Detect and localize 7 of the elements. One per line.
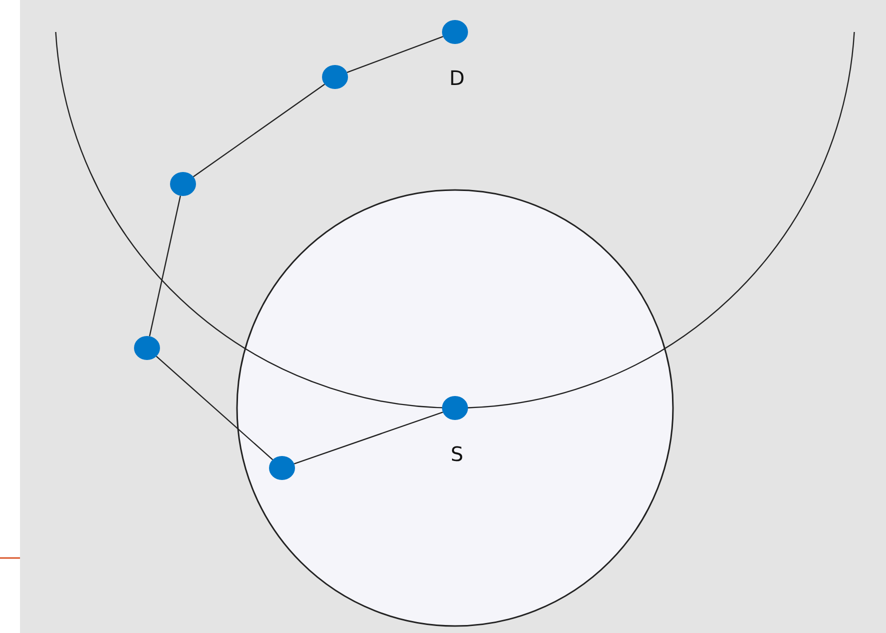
connector-line <box>192 84 326 178</box>
connector-line <box>346 36 444 74</box>
point-label: D <box>449 66 465 90</box>
connector-line <box>294 412 444 464</box>
point-label: S <box>450 442 464 466</box>
connector-line <box>156 356 274 460</box>
connector-line <box>149 196 181 336</box>
